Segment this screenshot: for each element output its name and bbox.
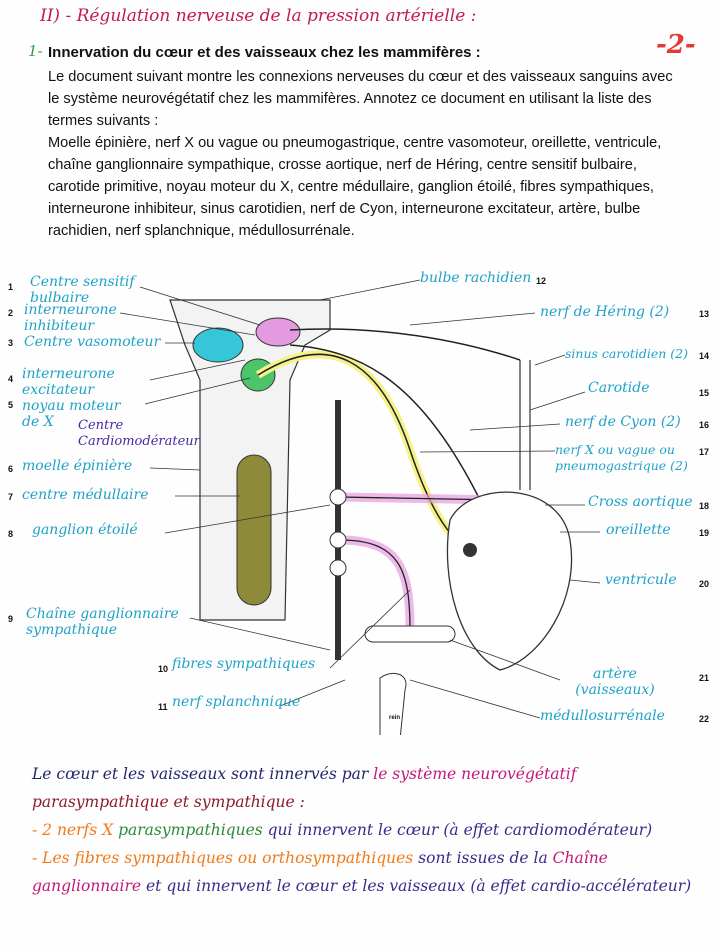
label-moelle-epiniere: moelle épinière: [22, 458, 133, 474]
label-number: 2: [8, 308, 14, 318]
label-bulbe-rachidien: bulbe rachidien: [420, 270, 532, 286]
label-nerf-vague: nerf X ou vague ou pneumogastrique (2): [555, 442, 688, 473]
vasomotor-center: [192, 327, 244, 363]
note-line: - 2 nerfs X parasympathiques qui innerve…: [32, 816, 712, 844]
label-number: 6: [8, 464, 14, 474]
label-oreillette: oreillette: [606, 522, 671, 538]
note-segment: Le cœur et les vaisseaux sont innervés p…: [32, 765, 374, 783]
label-number: 18: [699, 501, 710, 511]
label-number: 3: [8, 338, 14, 348]
label-nerf-hering: nerf de Héring (2): [540, 304, 670, 320]
label-ventricule: ventricule: [605, 572, 677, 588]
note-line: - Les fibres sympathiques ou orthosympat…: [32, 844, 712, 900]
label-number: 7: [8, 492, 14, 502]
instructions: Le document suivant montre les connexion…: [48, 66, 678, 242]
label-interneurone-inhibiteur: interneurone inhibiteur: [24, 302, 117, 334]
label-carotide: Carotide: [588, 380, 650, 396]
note-segment: Chaîne ganglionnaire: [32, 849, 608, 895]
label-artere: artère (vaisseaux): [575, 666, 655, 698]
label-chaine-ganglionnaire: Chaîne ganglionnaire sympathique: [26, 606, 179, 638]
intro-text: Le document suivant montre les connexion…: [48, 69, 673, 129]
label-number: 22: [699, 714, 710, 724]
cyon-nerve: [289, 344, 481, 501]
kidney: [379, 672, 407, 735]
note-segment: et qui innervent le cœur et les vaisseau…: [146, 877, 692, 895]
label-centre-medullaire: centre médullaire: [22, 487, 149, 503]
label-number: 17: [699, 447, 710, 457]
label-number: 16: [699, 420, 710, 430]
label-number: 19: [699, 528, 710, 538]
label-number: 8: [8, 529, 14, 539]
terms-list: Moelle épinière, nerf X ou vague ou pneu…: [48, 135, 662, 239]
label-number: 20: [699, 579, 710, 589]
label-number: 13: [699, 309, 710, 319]
label-ganglion-etoile: ganglion étoilé: [32, 522, 138, 538]
artery: [364, 625, 456, 643]
annotation-cardiomoderateur: Centre Cardiomodérateur: [78, 418, 200, 449]
label-fibres-sympathiques: fibres sympathiques: [172, 656, 316, 672]
section-title: Innervation du cœur et des vaisseaux che…: [48, 44, 481, 61]
label-sinus-carotidien: sinus carotidien (2): [565, 346, 689, 361]
label-number: 14: [699, 351, 710, 361]
label-interneurone-excitateur: interneurone excitateur: [22, 366, 115, 398]
label-crosse-aortique: Cross aortique: [588, 494, 693, 510]
heart: [446, 491, 573, 671]
sensory-center: [255, 317, 301, 347]
label-noyau-moteur: noyau moteur de X: [22, 398, 121, 430]
sympathetic-fiber-artery: [339, 539, 411, 631]
label-medullosurrenale: médullosurrénale: [540, 708, 665, 724]
section-number: 1-: [28, 42, 43, 60]
label-number: 15: [699, 388, 710, 398]
label-number: 4: [8, 374, 14, 384]
note-segment: parasympathiques: [118, 821, 268, 839]
label-number: 1: [8, 282, 14, 292]
label-nerf-cyon: nerf de Cyon (2): [565, 414, 681, 430]
note-segment: - 2 nerfs X: [32, 821, 119, 839]
note-segment: - Les fibres sympathiques ou orthosympat…: [32, 849, 419, 867]
page-number: -2-: [656, 30, 696, 60]
label-number: 5: [8, 400, 14, 410]
chapter-title: II) - Régulation nerveuse de la pression…: [40, 6, 477, 26]
note-segment: sont issues de la: [418, 849, 553, 867]
note-segment: le système neurovégétatif: [373, 765, 577, 783]
nervous-connections-diagram: [119, 279, 601, 735]
medulla-column: [236, 454, 272, 606]
note-line: Le cœur et les vaisseaux sont innervés p…: [32, 760, 712, 788]
label-number: 9: [8, 614, 14, 624]
cardiac-ganglion: [463, 543, 477, 557]
kidney-label: rein: [389, 715, 401, 721]
note-segment: parasympathique et sympathique :: [32, 793, 305, 811]
label-number: 12: [536, 276, 547, 286]
hering-nerve: [289, 328, 521, 361]
note-segment: qui innervent le cœur (à effet cardiomod…: [267, 821, 653, 839]
label-centre-vasomoteur: Centre vasomoteur: [24, 334, 161, 350]
label-nerf-splanchnique: nerf splanchnique: [172, 694, 301, 710]
leader-lines: [119, 279, 601, 719]
label-number: 10: [158, 664, 169, 674]
label-number: 11: [158, 702, 168, 712]
handwritten-summary: Le cœur et les vaisseaux sont innervés p…: [32, 760, 712, 900]
label-number: 21: [699, 673, 710, 683]
note-line: parasympathique et sympathique :: [32, 788, 712, 816]
label-centre-sensitif: Centre sensitif bulbaire: [30, 274, 135, 306]
